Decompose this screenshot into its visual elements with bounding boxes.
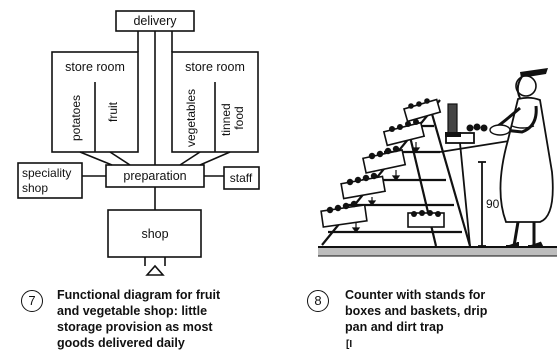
drip-arrows: [351, 142, 421, 233]
staff-box: [223, 166, 260, 190]
functional-diagram: [17, 10, 260, 276]
delivery-label: delivery: [133, 14, 177, 28]
staff-label: staff: [230, 171, 253, 185]
floor-hatching: [318, 248, 557, 256]
shop-assistant-figure: [489, 68, 554, 247]
counter-produce: [466, 123, 488, 132]
vegetables-label: vegetables: [184, 89, 198, 147]
speciality-label-line-1: speciality: [22, 166, 71, 180]
counter-illustration: 90: [318, 68, 557, 257]
produce-items: [326, 98, 441, 217]
potatoes-label: potatoes: [69, 95, 83, 141]
counter-height-label: 90: [486, 197, 500, 211]
entrance-triangle: [145, 264, 165, 276]
speciality-label-line-2: shop: [22, 181, 48, 195]
tinned-food-line-1: tinned: [219, 103, 233, 136]
caption-8-text: Counter with stands for boxes and basket…: [345, 288, 488, 334]
shop-label: shop: [141, 227, 168, 241]
footer-mark: [I: [346, 339, 353, 350]
caption-7-text: Functional diagram for fruit and vegetab…: [57, 288, 221, 350]
caption-8-number: 8: [307, 290, 329, 312]
store-room-right-title: store room: [185, 60, 245, 74]
caption-7-number: 7: [21, 290, 43, 312]
preparation-label: preparation: [123, 169, 186, 183]
store-room-left-title: store room: [65, 60, 125, 74]
tinned-food-label: tinned food: [219, 100, 246, 136]
speciality-shop-box: [17, 162, 83, 199]
shop-box: [107, 209, 202, 258]
tinned-food-line-2: food: [232, 106, 246, 129]
fruit-label: fruit: [106, 101, 120, 122]
scale: [445, 103, 461, 137]
